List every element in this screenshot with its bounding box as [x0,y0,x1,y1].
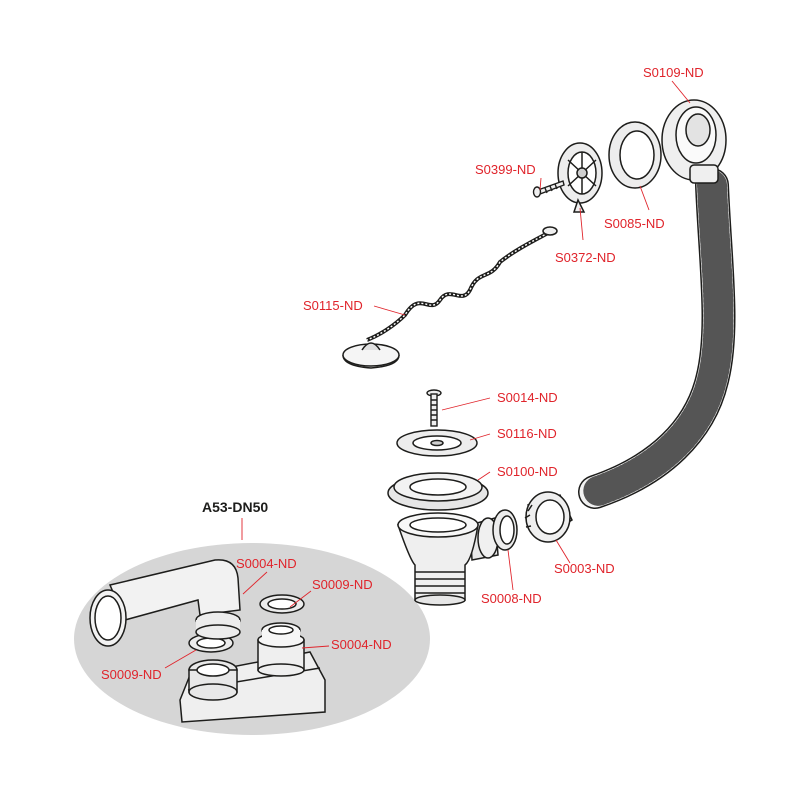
part-label-s0109: S0109-ND [643,65,704,80]
inset-label-s0009-left: S0009-ND [101,667,162,682]
overflow-screw-part [532,180,565,198]
assembly-title: A53-DN50 [202,499,269,515]
inset-label-s0004-top: S0004-ND [236,556,297,571]
plug-chain-part [366,226,558,342]
drain-body-part [396,512,499,606]
bath-plug-part [342,342,400,369]
part-label-s0014: S0014-ND [497,390,558,405]
part-label-s0115: S0115-ND [303,298,363,313]
seal-ring-part [492,509,518,551]
part-label-s0008: S0008-ND [481,591,542,606]
inset-label-s0004-right: S0004-ND [331,637,392,652]
overflow-body-part [661,99,727,184]
inset-drain-assembly [89,559,326,723]
part-label-s0372: S0372-ND [555,250,616,265]
leader-lines [164,80,691,669]
union-nut-part [524,491,573,543]
drain-screw-part [426,389,442,427]
inset-label-s0009-right: S0009-ND [312,577,373,592]
part-label-s0003: S0003-ND [554,561,615,576]
part-label-s0100: S0100-ND [497,464,558,479]
part-label-s0399: S0399-ND [475,162,536,177]
drain-strainer-part [396,429,478,457]
gasket-ring-part [608,121,662,189]
corrugated-hose [578,168,736,509]
overflow-grille-part [557,142,603,213]
part-label-s0116: S0116-ND [497,426,557,441]
drain-gasket-part [387,472,489,511]
part-label-s0085: S0085-ND [604,216,665,231]
